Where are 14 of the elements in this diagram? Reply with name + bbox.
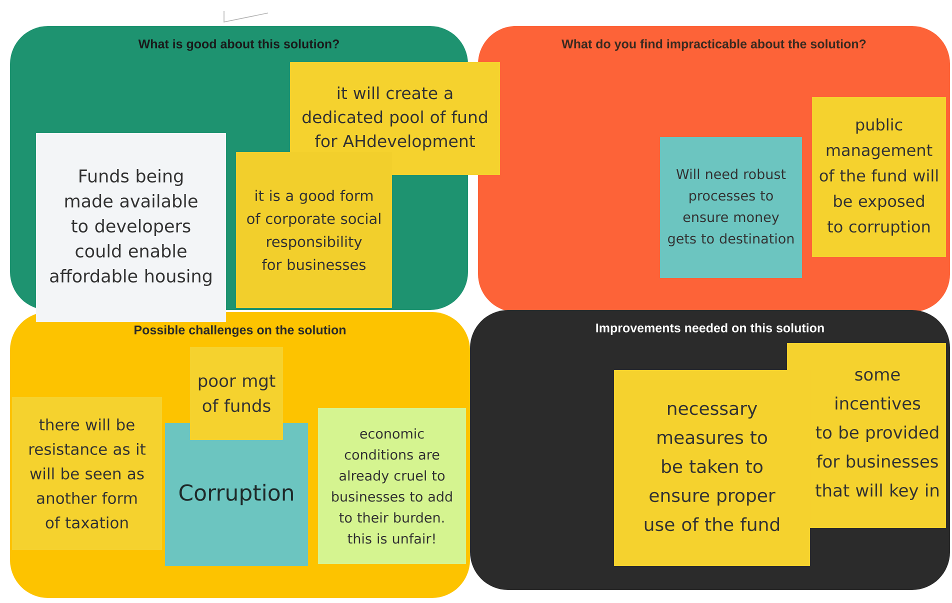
sticky-note: Will need robust processes to ensure money gets to destination (660, 137, 802, 278)
sticky-note: economic conditions are already cruel to businesses to add to their burden. this is unfair! (318, 408, 466, 564)
sticky-note: Corruption (165, 423, 308, 566)
sticky-note: there will be resistance as it will be seen as another form of taxation (12, 397, 162, 550)
sticky-note: it will create a dedicated pool of fund for AHdevelopment (290, 62, 500, 175)
panel-heading: Possible challenges on the solution (134, 325, 346, 337)
panel-heading: What is good about this solution? (138, 39, 339, 51)
sticky-note: poor mgt of funds (190, 347, 283, 440)
sticky-note: public management of the fund will be exposed to corruption (812, 97, 946, 257)
panel-heading: What do you find impracticable about the solution? (562, 39, 866, 51)
sticky-note: necessary measures to be taken to ensure proper use of the fund (614, 370, 810, 566)
sticky-note: it is a good form of corporate social responsibility for businesses (236, 152, 392, 308)
panel-heading: Improvements needed on this solution (596, 323, 824, 335)
sticky-note: Funds being made available to developers could enable affordable housing (36, 133, 226, 322)
